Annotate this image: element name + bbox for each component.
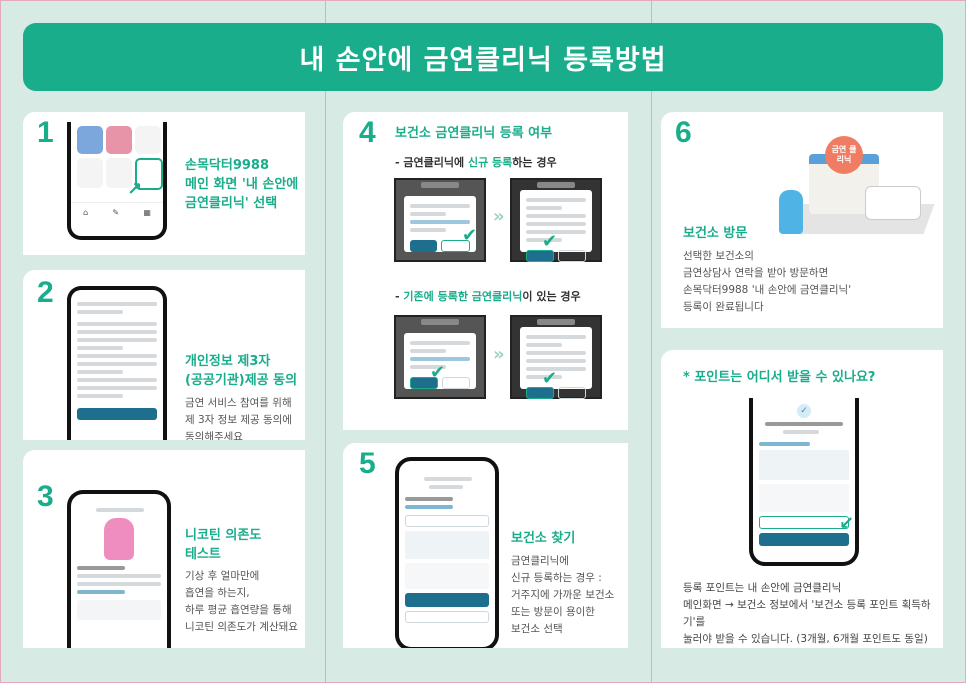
step-3-description: 기상 후 얼마만에 흡연을 하는지, 하루 평균 흡연량을 통해 니코틴 의존도… bbox=[185, 570, 298, 633]
arrow-pointer-icon: ↙ bbox=[839, 513, 855, 534]
title-line: 니코틴 의존도 bbox=[185, 528, 262, 543]
points-card: * 포인트는 어디서 받을 수 있나요? ✓ ↙ 등록 포인트는 내 손안에 금… bbox=[661, 350, 943, 648]
guide-line bbox=[325, 0, 326, 683]
case-text: - 금연클리닉에 bbox=[395, 156, 468, 169]
step-4-title: 보건소 금연클리닉 등록 여부 bbox=[395, 126, 553, 141]
step-number: 4 bbox=[359, 116, 376, 149]
step-number: 3 bbox=[37, 480, 54, 513]
health-center-illustration: 금연 클리닉 bbox=[779, 134, 935, 244]
pencil-icon[interactable]: ✎ bbox=[112, 208, 120, 217]
phone-mockup-points: ✓ ↙ bbox=[749, 398, 859, 566]
step-5-description: 금연클리닉에 신규 등록하는 경우 : 거주지에 가까운 보건소 또는 방문이 … bbox=[511, 555, 615, 635]
step-5-title: 보건소 찾기 bbox=[511, 531, 576, 546]
tile bbox=[106, 126, 132, 154]
character-illustration bbox=[104, 518, 134, 560]
page-title: 내 손안에 금연클리닉 등록방법 bbox=[299, 44, 667, 76]
clinic-main-button[interactable] bbox=[759, 533, 849, 546]
screenshot-dialog: ✔ bbox=[510, 178, 602, 262]
step-3-card: 3 니코틴 의존도 테스트 기상 후 얼마만에 흡연을 하는지, 하루 평균 흡… bbox=[23, 450, 305, 648]
screenshot-dialog: ✔ bbox=[510, 315, 602, 399]
mascot-character bbox=[779, 190, 803, 234]
case-text: - bbox=[395, 290, 404, 303]
step-2-description: 금연 서비스 참여를 위해 제 3자 정보 제공 동의에 동의해주세요 bbox=[185, 397, 292, 440]
find-clinic-button[interactable] bbox=[405, 611, 489, 623]
step-1-card: 1 ↗ ⌂ ✎ ▦ 손목닥터9988 메인 화면 '내 손안에 금연클리닉' 선택 bbox=[23, 112, 305, 255]
smoking-clinic-tile[interactable] bbox=[135, 158, 163, 190]
case-existing-registration: - 기존에 등록한 금연클리닉이 있는 경우 bbox=[395, 288, 581, 304]
step-number: 5 bbox=[359, 447, 376, 480]
step-6-description: 선택한 보건소의 금연상담사 연락을 받아 방문하면 손목닥터9988 '내 손… bbox=[683, 250, 852, 313]
step-6-card: 6 금연 클리닉 보건소 방문 선택한 보건소의 금연상담사 연락을 받아 방문… bbox=[661, 112, 943, 328]
info-box bbox=[77, 600, 161, 620]
phone-mockup-test bbox=[67, 490, 171, 648]
screenshot-dialog: ✔ bbox=[394, 178, 486, 262]
step-number: 2 bbox=[37, 276, 54, 309]
home-icon[interactable]: ⌂ bbox=[83, 208, 89, 217]
step-number: 6 bbox=[675, 116, 692, 149]
check-icon: ✓ bbox=[797, 404, 811, 418]
step-4-card: 4 보건소 금연클리닉 등록 여부 - 금연클리닉에 신규 등록하는 경우 ✔ … bbox=[343, 112, 628, 430]
screenshot-dialog: ✔ bbox=[394, 315, 486, 399]
get-points-button[interactable] bbox=[759, 516, 849, 529]
step-5-card: 5 보건소 찾기 금연클리닉에 신규 등록하는 경우 : 거주지에 가까운 보건… bbox=[343, 443, 628, 648]
points-title: * 포인트는 어디서 받을 수 있나요? bbox=[683, 370, 876, 385]
hours-box bbox=[405, 563, 489, 589]
step-2-card: 2 개인정보 제3자 (공공기관)제공 동의 금연 서비스 참여를 위해 제 3… bbox=[23, 270, 305, 440]
title-line: (공공기관)제공 동의 bbox=[185, 373, 298, 388]
step-2-title: 개인정보 제3자 (공공기관)제공 동의 bbox=[185, 352, 297, 390]
step-1-title: 손목닥터9988 메인 화면 '내 손안에 금연클리닉' 선택 bbox=[185, 156, 298, 213]
tile bbox=[77, 126, 103, 154]
arrow-pointer-icon: ↗ bbox=[127, 179, 143, 200]
case-new-registration: - 금연클리닉에 신규 등록하는 경우 bbox=[395, 154, 557, 170]
phone-mockup-consent bbox=[67, 286, 167, 440]
title-banner: 내 손안에 금연클리닉 등록방법 bbox=[23, 23, 943, 91]
guide-line bbox=[651, 0, 652, 683]
hours-box bbox=[759, 484, 849, 512]
tile bbox=[77, 158, 103, 188]
title-line: 메인 화면 '내 손안에 bbox=[185, 177, 299, 192]
phone-mockup-find bbox=[395, 457, 499, 648]
case-highlight: 기존에 등록한 금연클리닉 bbox=[403, 290, 523, 303]
tile bbox=[135, 126, 161, 154]
case-text: 이 있는 경우 bbox=[522, 290, 581, 303]
next-arrow-icon: » bbox=[493, 344, 505, 365]
bottom-nav: ⌂ ✎ ▦ bbox=[71, 202, 163, 222]
step-3-title: 니코틴 의존도 테스트 bbox=[185, 526, 261, 564]
title-line: 개인정보 제3자 bbox=[185, 354, 271, 369]
case-highlight: 신규 등록 bbox=[467, 156, 513, 169]
title-line: 금연클리닉' 선택 bbox=[185, 196, 278, 211]
phone-mockup-main: ↗ ⌂ ✎ ▦ bbox=[67, 122, 167, 240]
confirm-button[interactable] bbox=[77, 408, 157, 420]
tile bbox=[106, 158, 132, 188]
clinic-info-table bbox=[759, 450, 849, 480]
clinic-info-table bbox=[405, 531, 489, 559]
grid-icon[interactable]: ▦ bbox=[143, 208, 151, 217]
district-select[interactable] bbox=[405, 515, 489, 527]
title-line: 손목닥터9988 bbox=[185, 158, 270, 173]
next-arrow-icon: » bbox=[493, 206, 505, 227]
step-6-title: 보건소 방문 bbox=[683, 226, 748, 241]
points-description: 등록 포인트는 내 손안에 금연클리닉 메인화면 → 보건소 정보에서 '보건소… bbox=[683, 582, 931, 645]
select-clinic-button[interactable] bbox=[405, 593, 489, 607]
case-text: 하는 경우 bbox=[512, 156, 557, 169]
step-number: 1 bbox=[37, 116, 54, 149]
clinic-sign: 금연 클리닉 bbox=[825, 136, 863, 174]
title-line: 테스트 bbox=[185, 547, 221, 562]
